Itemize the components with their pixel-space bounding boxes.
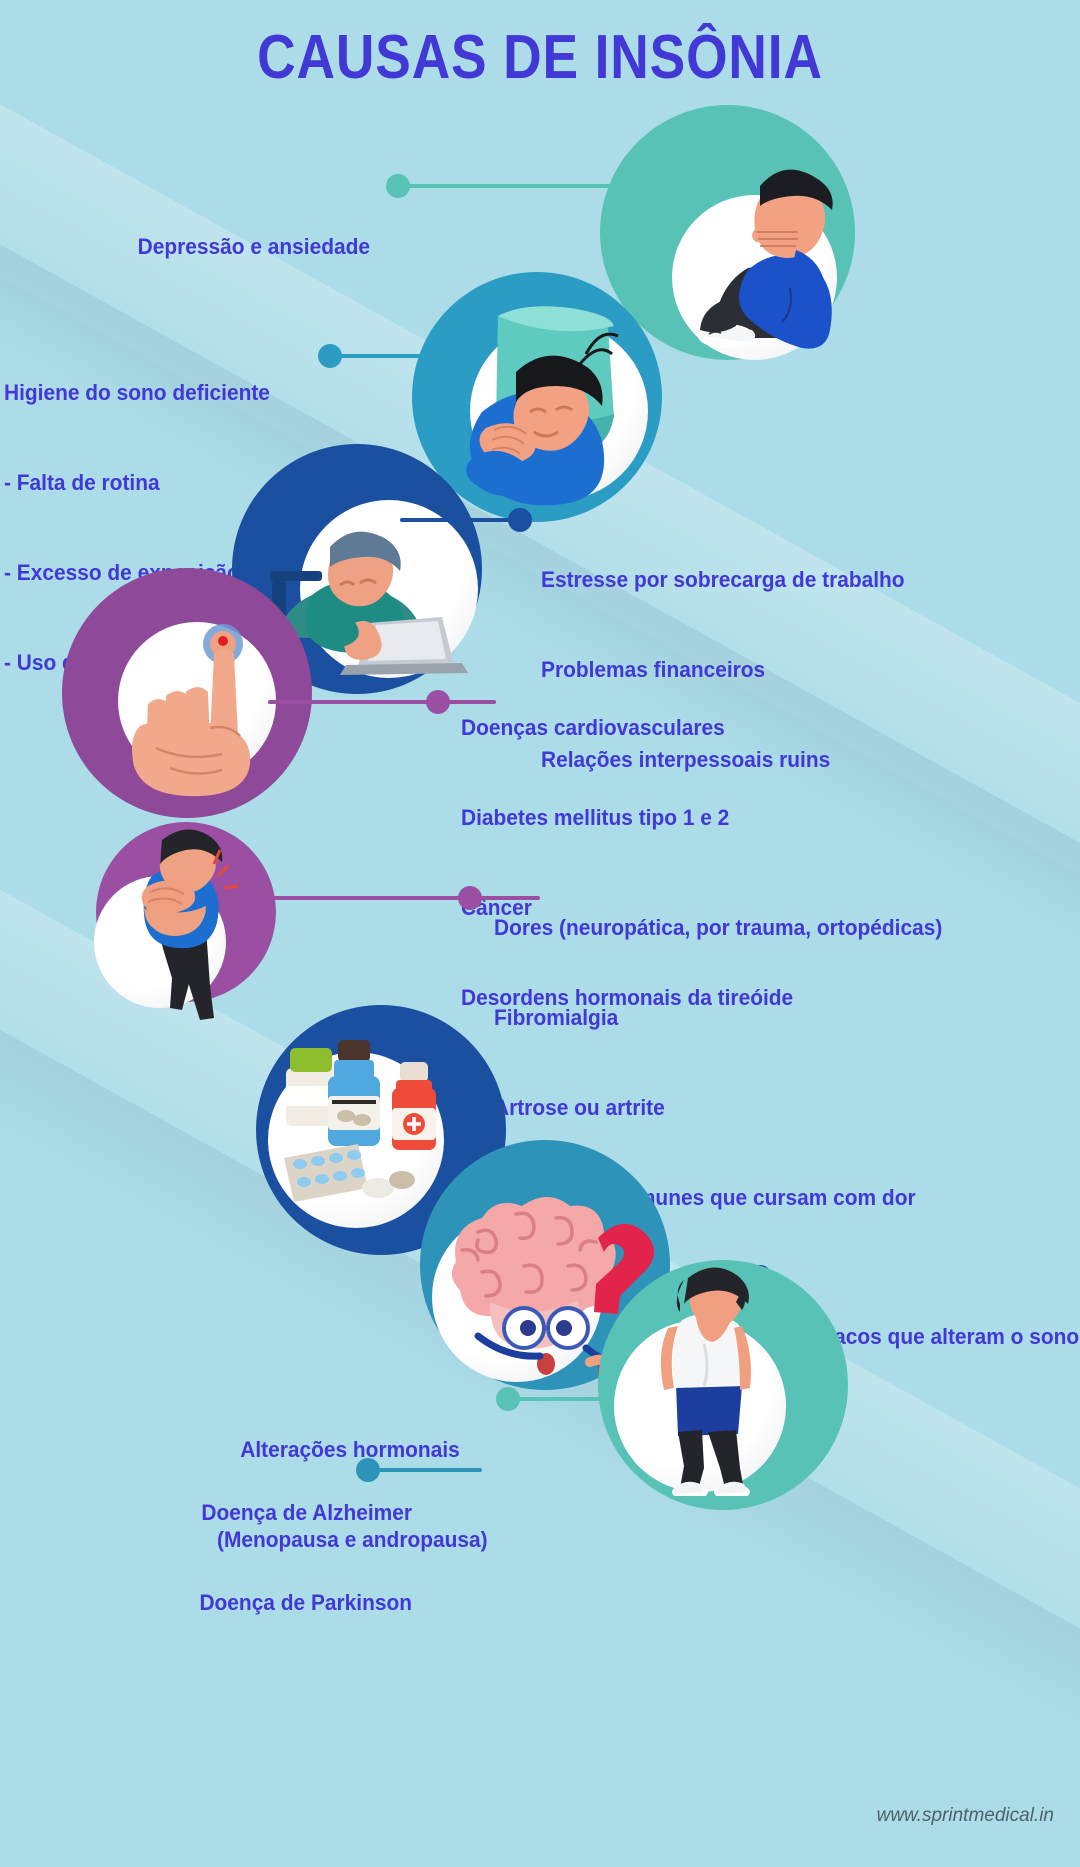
man-abdominal-pain-icon bbox=[100, 820, 280, 1020]
label-doencas-cronicas: Doenças cardiovasculares Diabetes mellit… bbox=[461, 715, 794, 1010]
connector-line-estresse bbox=[400, 518, 524, 522]
medicine-bottles-pills-icon bbox=[266, 1010, 496, 1230]
finger-blood-glucose-icon bbox=[110, 600, 310, 800]
connector-line-depressao bbox=[398, 184, 628, 188]
connector-line-hormonais bbox=[508, 1397, 614, 1401]
connector-line-dores bbox=[256, 896, 540, 900]
connector-dot-estresse bbox=[508, 508, 532, 532]
connector-line-higiene bbox=[334, 354, 444, 358]
connector-line-neuro bbox=[368, 1468, 482, 1472]
watermark: www.sprintmedical.in bbox=[876, 1805, 1054, 1826]
page-title: CAUSAS DE INSÔNIA bbox=[257, 23, 823, 92]
connector-line-doencas-cronicas bbox=[268, 700, 496, 704]
connector-dot-doencas-cronicas bbox=[426, 690, 450, 714]
label-hormonais: Alterações hormonais (Menopausa e androp… bbox=[217, 1437, 488, 1552]
connector-dot-higiene bbox=[318, 344, 342, 368]
sad-person-icon bbox=[620, 120, 870, 370]
connector-dot-depressao bbox=[386, 174, 410, 198]
label-estresse: Estresse por sobrecarga de trabalho Prob… bbox=[541, 567, 905, 772]
brain-question-mark-icon bbox=[420, 1170, 670, 1400]
woman-standing-icon bbox=[612, 1256, 812, 1496]
connector-dot-dores bbox=[458, 886, 482, 910]
label-neuro: Doença de Alzheimer Doença de Parkinson bbox=[199, 1500, 412, 1615]
connector-dot-hormonais bbox=[496, 1387, 520, 1411]
sleeping-woman-pillow-icon bbox=[430, 280, 660, 510]
connector-dot-neuro bbox=[356, 1458, 380, 1482]
label-depressao: Depressão e ansiedade bbox=[137, 234, 370, 259]
